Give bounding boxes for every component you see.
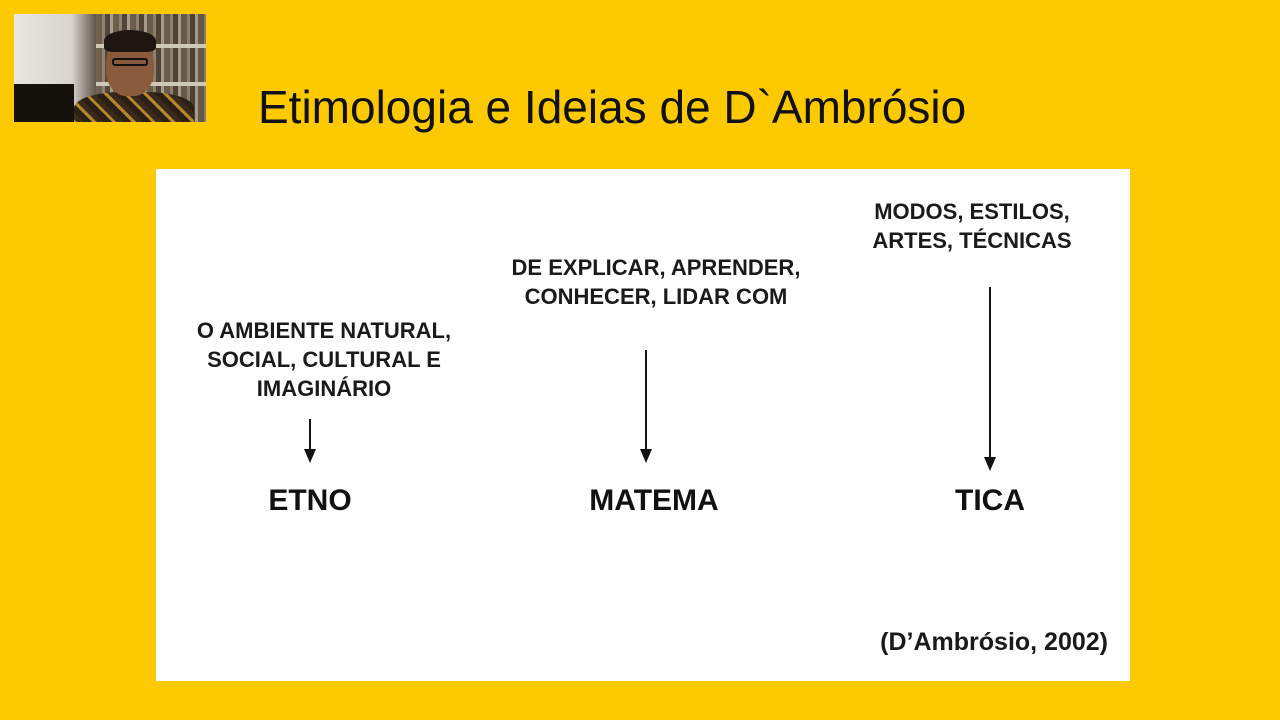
matema-term: MATEMA [589, 484, 719, 517]
down-arrow-icon-matema [640, 350, 652, 463]
presenter-hair [104, 30, 156, 52]
presenter-shirt [74, 92, 194, 122]
presenter-glasses [112, 58, 148, 66]
matema-description: DE EXPLICAR, APRENDER, CONHECER, LIDAR C… [511, 255, 801, 309]
etno-term: ETNO [268, 484, 352, 517]
diagram-card: O AMBIENTE NATURAL, SOCIAL, CULTURAL E I… [156, 169, 1130, 681]
down-arrow-icon-tica [984, 287, 996, 471]
tica-term: TICA [955, 484, 1025, 517]
down-arrow-icon-etno [304, 419, 316, 463]
webcam-shadow [14, 84, 74, 122]
slide-title: Etimologia e Ideias de D`Ambrósio [258, 81, 967, 133]
presenter-webcam-thumbnail [14, 14, 206, 122]
arrows-layer [304, 287, 996, 471]
tica-description: MODOS, ESTILOS, ARTES, TÉCNICAS [872, 199, 1072, 253]
etno-description: O AMBIENTE NATURAL, SOCIAL, CULTURAL E I… [196, 318, 452, 401]
citation: (D’Ambrósio, 2002) [880, 628, 1108, 656]
